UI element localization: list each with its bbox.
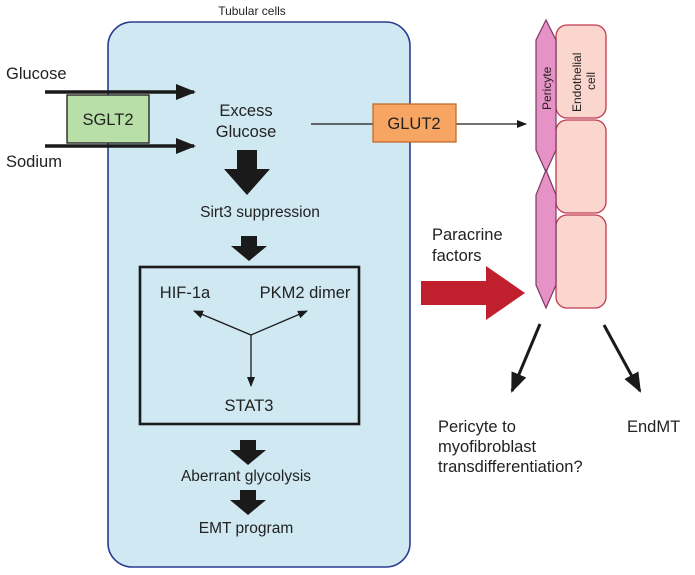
aberrant-glycolysis-label: Aberrant glycolysis <box>181 468 311 485</box>
pericyte-outcome-line1: Pericyte to <box>438 418 516 436</box>
emt-program-label: EMT program <box>199 520 293 537</box>
pericyte-lower <box>535 168 557 310</box>
pericyte-label: Pericyte <box>540 66 554 110</box>
sglt2-label: SGLT2 <box>82 111 133 129</box>
glut2-box <box>372 103 457 143</box>
excess-glucose-line2: Glucose <box>216 123 277 141</box>
glucose-label: Glucose <box>6 65 67 83</box>
paracrine-arrow <box>421 266 525 320</box>
pericyte-outcome-arrow <box>510 323 542 393</box>
sodium-label: Sodium <box>6 153 62 171</box>
signaling-box <box>138 265 361 426</box>
pericyte-outcome-line2: myofibroblast <box>438 438 537 456</box>
paracrine-line1: Paracrine <box>432 226 503 244</box>
excess-glucose-line1: Excess <box>219 102 272 120</box>
arrow-to-pkm2 <box>250 310 308 336</box>
hif1a-label: HIF-1a <box>160 284 211 302</box>
endothelial-cell-2 <box>555 119 607 214</box>
sirt3-label: Sirt3 suppression <box>200 204 320 221</box>
endmt-label: EndMT <box>627 418 680 436</box>
pkm2-dimer-label: PKM2 dimer <box>260 284 351 302</box>
down-arrow-4 <box>230 490 266 515</box>
tubular-cell-body <box>107 21 411 568</box>
endothelial-label-line2: cell <box>584 72 598 90</box>
paracrine-line2: factors <box>432 247 482 265</box>
stat3-label: STAT3 <box>225 397 274 415</box>
arrow-to-hif1a <box>193 310 252 336</box>
endothelial-label-line1: Endothelial <box>570 53 584 112</box>
tubular-cells-label: Tubular cells <box>218 4 286 18</box>
sglt2-box <box>66 94 150 144</box>
endothelial-cell-3 <box>555 214 607 309</box>
endmt-outcome-arrow <box>602 324 642 393</box>
down-arrow-3 <box>230 440 266 465</box>
down-arrow-2 <box>231 236 267 261</box>
down-arrow-1 <box>224 150 270 195</box>
glut2-label: GLUT2 <box>387 115 440 133</box>
pericyte-outcome-line3: transdifferentiation? <box>438 458 583 476</box>
